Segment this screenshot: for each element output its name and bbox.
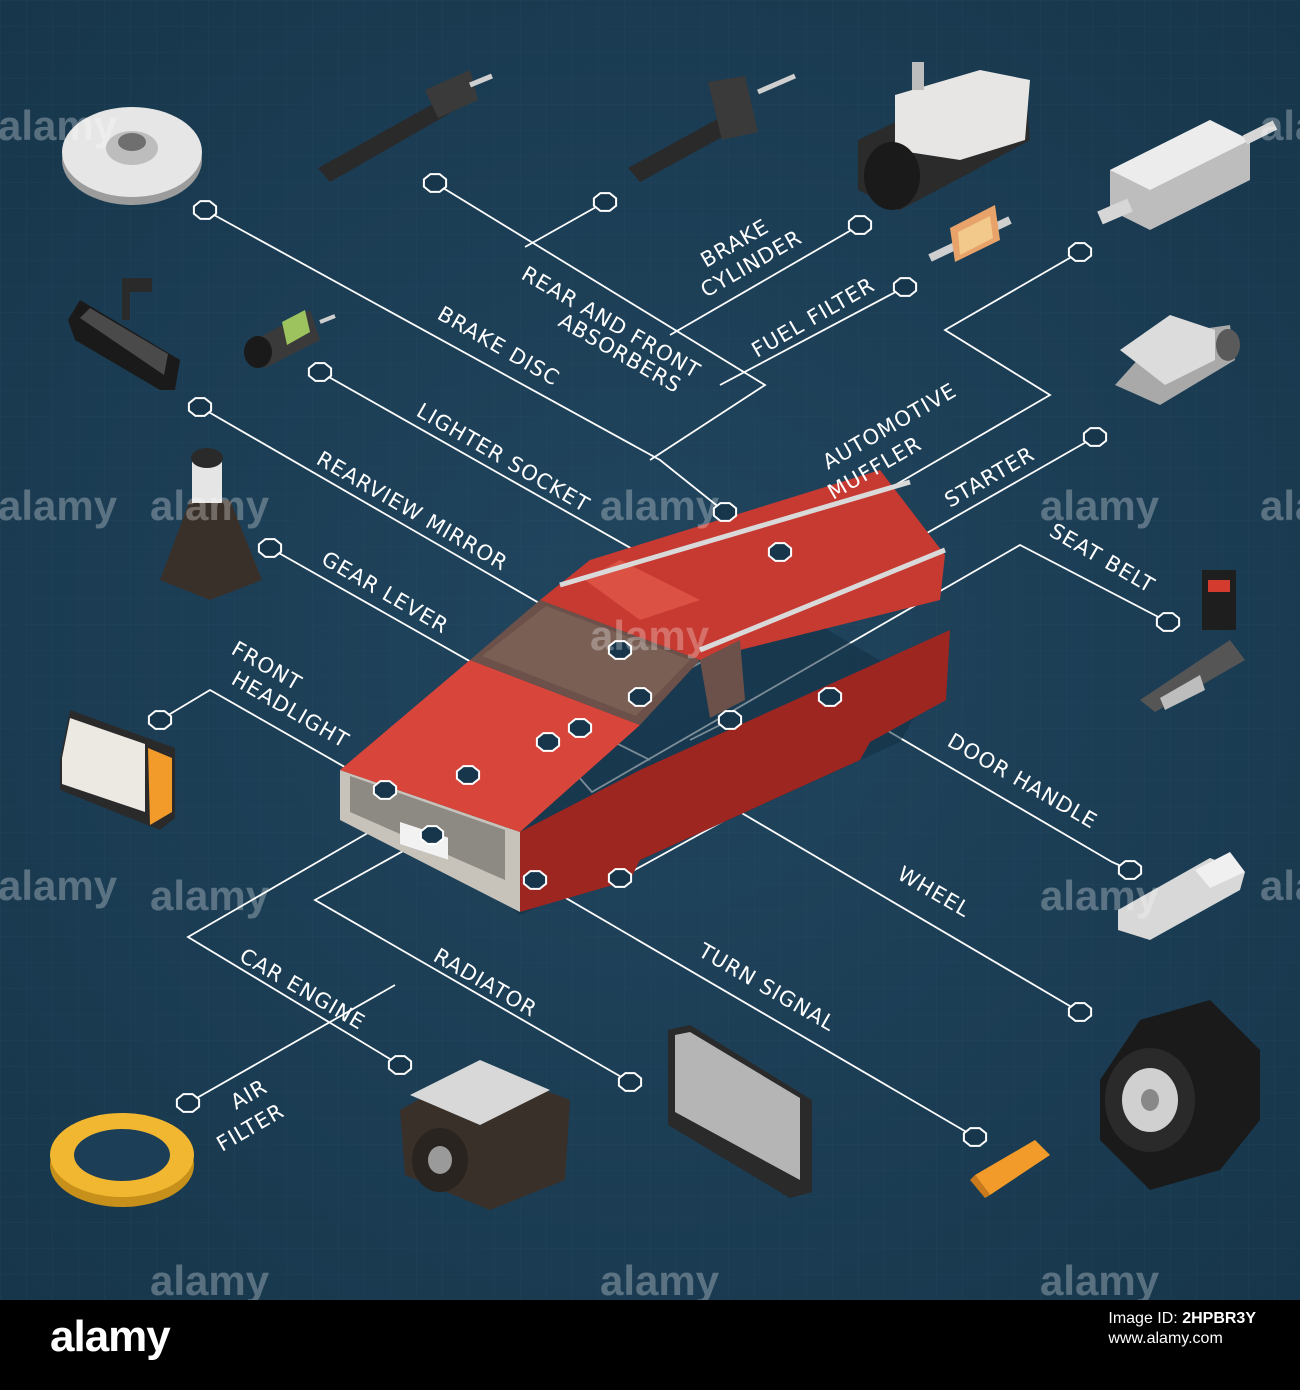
- connector-node: [1155, 612, 1181, 632]
- connector-node: [187, 397, 213, 417]
- starter-icon: [1115, 315, 1240, 405]
- air-filter-icon: [50, 1113, 194, 1207]
- line-absorbers: [434, 182, 767, 461]
- connector-node: [372, 780, 398, 800]
- line-headlight: [159, 688, 386, 791]
- connector-node: [892, 277, 918, 297]
- radiator-icon: [668, 1025, 812, 1198]
- connector-node: [607, 640, 633, 660]
- watermark-right-3: alamy: [1260, 862, 1300, 909]
- footer-info: Image ID: 2HPBR3Y www.alamy.com: [1108, 1310, 1256, 1348]
- front-absorber-icon: [628, 73, 796, 182]
- connector-node: [257, 538, 283, 558]
- watermark-left-2: alamy: [0, 482, 118, 529]
- connector-node: [962, 1127, 988, 1147]
- car-parts-diagram: points="750,638 820,606 830,660 755,690"…: [0, 0, 1300, 1300]
- door-handle-icon: [1118, 852, 1245, 940]
- connector-node: [307, 362, 333, 382]
- connector-node: [717, 710, 743, 730]
- brake-cylinder-icon: [858, 62, 1030, 210]
- turn-signal-icon: [970, 1140, 1050, 1198]
- connector-node: [627, 687, 653, 707]
- connector-node: [522, 870, 548, 890]
- infographic-canvas: points="750,638 820,606 830,660 755,690"…: [0, 0, 1300, 1300]
- automotive-muffler-icon: [1097, 120, 1278, 230]
- fuel-filter-icon: [928, 205, 1012, 262]
- connector-node: [387, 1055, 413, 1075]
- brake-disc-icon: [62, 107, 202, 205]
- wheel-icon: [1100, 1000, 1260, 1190]
- watermark-left-1: alamy: [0, 102, 118, 149]
- watermark-row3-a: alamy: [150, 872, 270, 919]
- footer-logo: alamy: [50, 1312, 171, 1361]
- rearview-mirror-icon: [68, 278, 180, 390]
- rear-absorber-icon: [318, 70, 493, 182]
- connector-node: [847, 215, 873, 235]
- connector-node: [455, 765, 481, 785]
- gear-lever-icon: [160, 448, 262, 600]
- station-wagon-car: points="750,638 820,606 830,660 755,690"…: [340, 470, 950, 915]
- footer-url: www.alamy.com: [1108, 1330, 1223, 1347]
- connector-nodes: [147, 173, 1181, 1147]
- part-illustrations: [50, 62, 1278, 1210]
- watermark-left-3: alamy: [0, 862, 118, 909]
- watermark-row3-c: alamy: [1040, 872, 1160, 919]
- watermark-row2-b: alamy: [600, 482, 720, 529]
- line-air-filter: [187, 984, 396, 1104]
- watermarks: alamy alamy alamy alamy alamy alamy alam…: [0, 102, 1300, 1300]
- footer-image-id-row: Image ID: 2HPBR3Y: [1108, 1310, 1256, 1328]
- front-headlight-icon: [60, 710, 175, 830]
- lighter-socket-icon: [244, 310, 336, 368]
- connector-node: [175, 1093, 201, 1113]
- connector-node: [1067, 242, 1093, 262]
- footer-image-id-label: Image ID:: [1108, 1310, 1178, 1327]
- connector-node: [567, 718, 593, 738]
- connector-node: [607, 868, 633, 888]
- car-engine-icon: [400, 1060, 570, 1210]
- connector-node: [592, 192, 618, 212]
- footer-bar: alamy Image ID: 2HPBR3Y www.alamy.com: [0, 1300, 1300, 1390]
- connector-node: [1117, 860, 1143, 880]
- connector-node: [617, 1072, 643, 1092]
- line-brake-disc: [204, 209, 726, 513]
- watermark-row2-a: alamy: [150, 482, 270, 529]
- line-muffler: [779, 251, 1081, 553]
- watermark-bottom-3: alamy: [1040, 1257, 1160, 1300]
- watermark-bottom-1: alamy: [150, 1257, 270, 1300]
- connector-node: [1067, 1002, 1093, 1022]
- connector-node: [767, 542, 793, 562]
- connector-node: [192, 200, 218, 220]
- watermark-right-2: alamy: [1260, 482, 1300, 529]
- watermark-bottom-2: alamy: [600, 1257, 720, 1300]
- seat-belt-icon: [1140, 570, 1245, 712]
- watermark-center: alamy: [590, 612, 710, 659]
- connector-node: [1082, 427, 1108, 447]
- connector-node: [147, 710, 173, 730]
- line-radiator: [313, 834, 631, 1083]
- connector-node: [422, 173, 448, 193]
- line-absorbers-top: [524, 201, 606, 248]
- connector-node: [817, 687, 843, 707]
- watermark-right-1: alamy: [1260, 102, 1300, 149]
- line-turn-signal: [534, 879, 976, 1138]
- connector-node: [535, 732, 561, 752]
- line-fuel-filter: [719, 286, 906, 386]
- connector-node: [712, 502, 738, 522]
- connector-node: [419, 825, 445, 845]
- watermark-row2-c: alamy: [1040, 482, 1160, 529]
- line-brake-cylinder: [669, 224, 861, 336]
- footer-image-id: 2HPBR3Y: [1182, 1310, 1256, 1327]
